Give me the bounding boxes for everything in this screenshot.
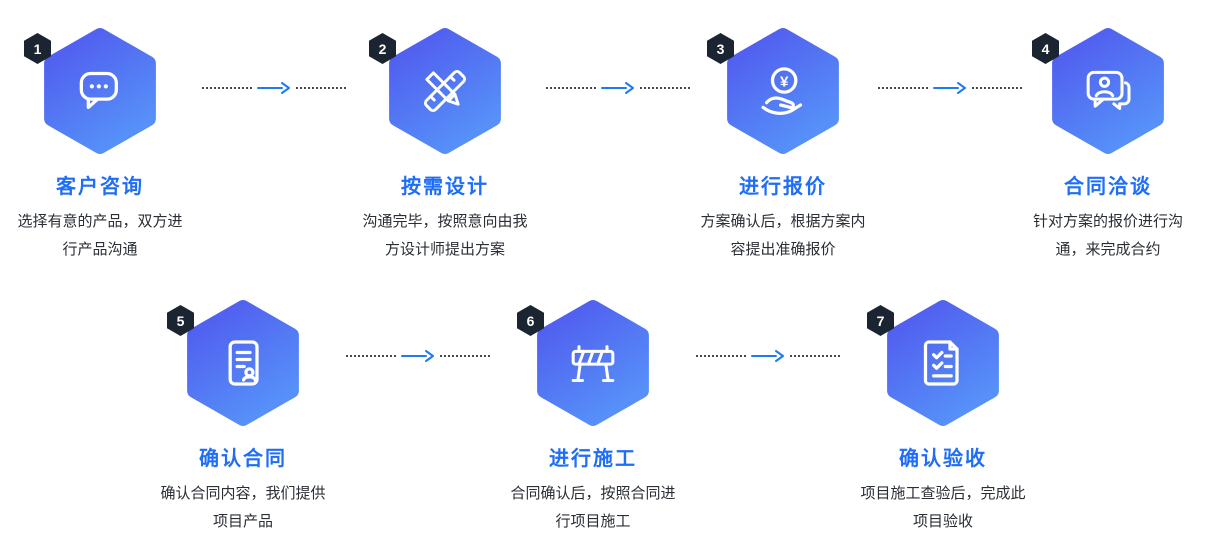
step-hexagon (40, 26, 160, 156)
step-2-design-on-demand: 2 按需设计 沟通完毕，按照意向由我方设计师提出方案 (335, 18, 555, 264)
contract-document-icon (228, 340, 259, 386)
arrow-right-icon (257, 82, 290, 94)
checklist-icon (923, 340, 959, 386)
connector-1-2 (202, 81, 346, 95)
arrow-right-icon (751, 350, 784, 362)
dotted-line (346, 355, 396, 357)
step-hexagon (533, 298, 653, 428)
step-title: 客户咨询 (56, 176, 144, 198)
step-number: 2 (378, 40, 387, 57)
dotted-line (878, 87, 928, 89)
dotted-line (296, 87, 346, 89)
step-number-badge: 4 (1032, 33, 1059, 64)
hexagon-shape (389, 28, 501, 154)
step-description: 方案确认后，根据方案内容提出准确报价 (700, 213, 866, 258)
step-4-contract-negotiation: 4 合同洽谈 针对方案的报价进行沟通，来完成合约 (998, 18, 1210, 264)
step-number: 4 (1041, 40, 1050, 57)
step-title: 按需设计 (401, 176, 489, 198)
price-hand-icon: ¥ (761, 67, 803, 115)
step-description: 针对方案的报价进行沟通，来完成合约 (1032, 213, 1183, 258)
connector-2-3 (546, 81, 690, 95)
connector-6-7 (696, 349, 840, 363)
step-7-acceptance: 7 确认验收 项目施工查验后，完成此项目验收 (833, 290, 1053, 536)
dotted-line (972, 87, 1022, 89)
dotted-line (202, 87, 252, 89)
step-hexagon (385, 26, 505, 156)
dotted-line (546, 87, 596, 89)
step-number-badge: 2 (369, 33, 396, 64)
arrow-right-icon (601, 82, 634, 94)
step-description: 选择有意的产品，双方进行产品沟通 (17, 213, 183, 258)
dotted-line (696, 355, 746, 357)
dotted-line (640, 87, 690, 89)
hexagon-shape (187, 300, 299, 426)
construction-barrier-icon (571, 345, 615, 383)
step-hexagon (183, 298, 303, 428)
step-number: 6 (526, 312, 535, 329)
dotted-line (440, 355, 490, 357)
step-hexagon (883, 298, 1003, 428)
yen-symbol: ¥ (780, 73, 789, 90)
step-title: 确认验收 (899, 448, 987, 470)
step-number-badge: 3 (707, 33, 734, 64)
arrow-right-icon (933, 82, 966, 94)
step-6-construction: 6 进行施工 合同确认后，按照合同进行项目施工 (483, 290, 703, 536)
step-hexagon: ¥ (723, 26, 843, 156)
dotted-line (790, 355, 840, 357)
step-number: 7 (876, 312, 885, 329)
negotiation-bubble-icon (1086, 70, 1131, 111)
step-number: 5 (176, 312, 185, 329)
process-flow-diagram: 1 客户咨询 选择有意的产品，双方进行产品沟通 2 (0, 18, 1210, 530)
step-number: 1 (33, 40, 42, 57)
connector-3-4 (878, 81, 1022, 95)
step-hexagon (1048, 26, 1168, 156)
hexagon-shape (44, 28, 156, 154)
step-5-confirm-contract: 5 确认合同 确认合同内容，我们提供项目产品 (133, 290, 353, 536)
connector-5-6 (346, 349, 490, 363)
step-number-badge: 1 (24, 33, 51, 64)
step-description: 沟通完毕，按照意向由我方设计师提出方案 (362, 213, 528, 258)
step-description: 确认合同内容，我们提供项目产品 (160, 485, 326, 530)
pencil-ruler-icon (423, 69, 467, 113)
arrow-right-icon (401, 350, 434, 362)
step-title: 确认合同 (199, 448, 287, 470)
step-description: 合同确认后，按照合同进行项目施工 (510, 485, 676, 530)
step-3-quotation: 3 ¥ 进行报价 方案确认后，根据方案内容提出准确报价 (673, 18, 893, 264)
step-title: 进行施工 (549, 448, 637, 470)
step-title: 进行报价 (739, 176, 827, 198)
step-description: 项目施工查验后，完成此项目验收 (860, 485, 1026, 530)
step-1-customer-consultation: 1 客户咨询 选择有意的产品，双方进行产品沟通 (0, 18, 210, 264)
step-number: 3 (716, 40, 725, 57)
chat-bubble-icon (79, 71, 118, 109)
step-title: 合同洽谈 (1064, 176, 1152, 198)
